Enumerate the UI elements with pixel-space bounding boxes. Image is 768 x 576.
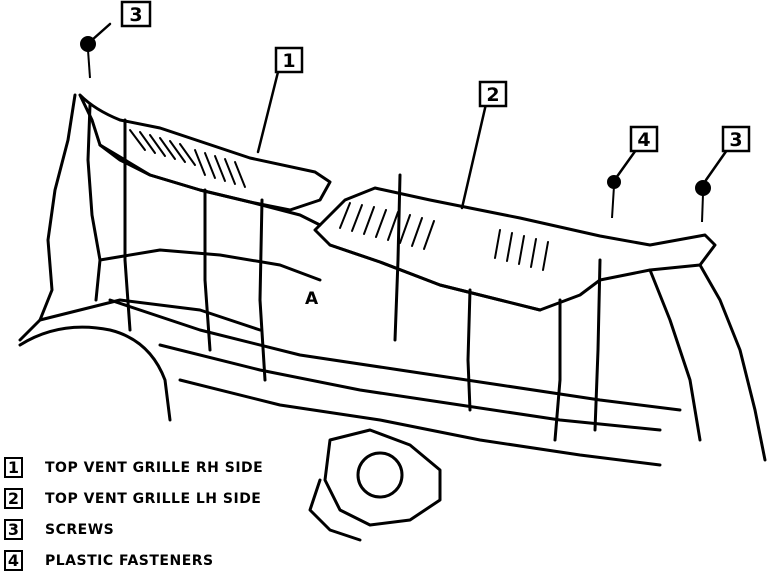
callout-number: 1 [282, 50, 295, 72]
screw-right-head [695, 180, 711, 196]
legend: 1 TOP VENT GRILLE RH SIDE 2 TOP VENT GRI… [4, 452, 364, 576]
hose-1 [123, 118, 132, 332]
screw-left-head [80, 36, 96, 52]
legend-item: 3 SCREWS [4, 514, 364, 545]
legend-number-box: 1 [4, 457, 23, 478]
callout-plastic-fastener: 4 [629, 125, 659, 153]
left-inner-panel [86, 103, 102, 302]
callout-number: 4 [637, 129, 650, 151]
left-fender-outline [18, 93, 77, 342]
hose-4 [393, 173, 402, 342]
leader-3-left [90, 22, 112, 42]
right-fender-outline [698, 263, 767, 462]
legend-item: 2 TOP VENT GRILLE LH SIDE [4, 483, 364, 514]
hose-5 [466, 288, 472, 412]
wiper-linkage [308, 478, 362, 542]
cowl-body-line-2 [158, 343, 662, 432]
callout-screw-left: 3 [120, 0, 152, 28]
legend-item: 4 PLASTIC FASTENERS [4, 545, 364, 576]
cowl-body-line-1 [108, 298, 682, 412]
cowl-body-line-3 [178, 378, 662, 467]
hose-6 [553, 298, 562, 442]
callout-number: 3 [129, 4, 142, 26]
left-wheel-arch [18, 325, 172, 422]
grille-lh-front-edge [328, 243, 542, 312]
legend-text: TOP VENT GRILLE RH SIDE [45, 459, 264, 476]
leader-3-right [704, 148, 729, 182]
left-cowl-front [98, 248, 322, 282]
grille-lh-outline [313, 186, 717, 312]
callout-grille-lh: 2 [478, 80, 508, 108]
legend-item: 1 TOP VENT GRILLE RH SIDE [4, 452, 364, 483]
legend-number-box: 2 [4, 488, 23, 509]
leader-1 [256, 70, 280, 154]
legend-number-box: 4 [4, 550, 23, 571]
callout-grille-rh: 1 [274, 46, 304, 74]
left-lower-edge [38, 298, 262, 332]
grille-rh-front-edge [98, 143, 322, 227]
hose-3 [258, 198, 267, 382]
wiper-motor-hub [356, 451, 404, 499]
point-label-a: A [305, 289, 319, 309]
callout-number: 2 [486, 84, 499, 106]
grille-rh-slots [129, 129, 246, 188]
grille-lh-slots [339, 202, 549, 271]
callout-screw-right: 3 [721, 125, 751, 153]
hose-2 [203, 188, 212, 352]
legend-number-box: 3 [4, 519, 23, 540]
callout-number: 3 [729, 129, 742, 151]
legend-text: PLASTIC FASTENERS [45, 552, 214, 569]
leader-2 [460, 102, 488, 210]
leader-4 [614, 148, 638, 180]
hose-7 [593, 258, 602, 432]
legend-text: TOP VENT GRILLE LH SIDE [45, 490, 262, 507]
wiper-motor [323, 428, 442, 527]
right-inner-panel [648, 268, 702, 442]
legend-text: SCREWS [45, 521, 115, 538]
